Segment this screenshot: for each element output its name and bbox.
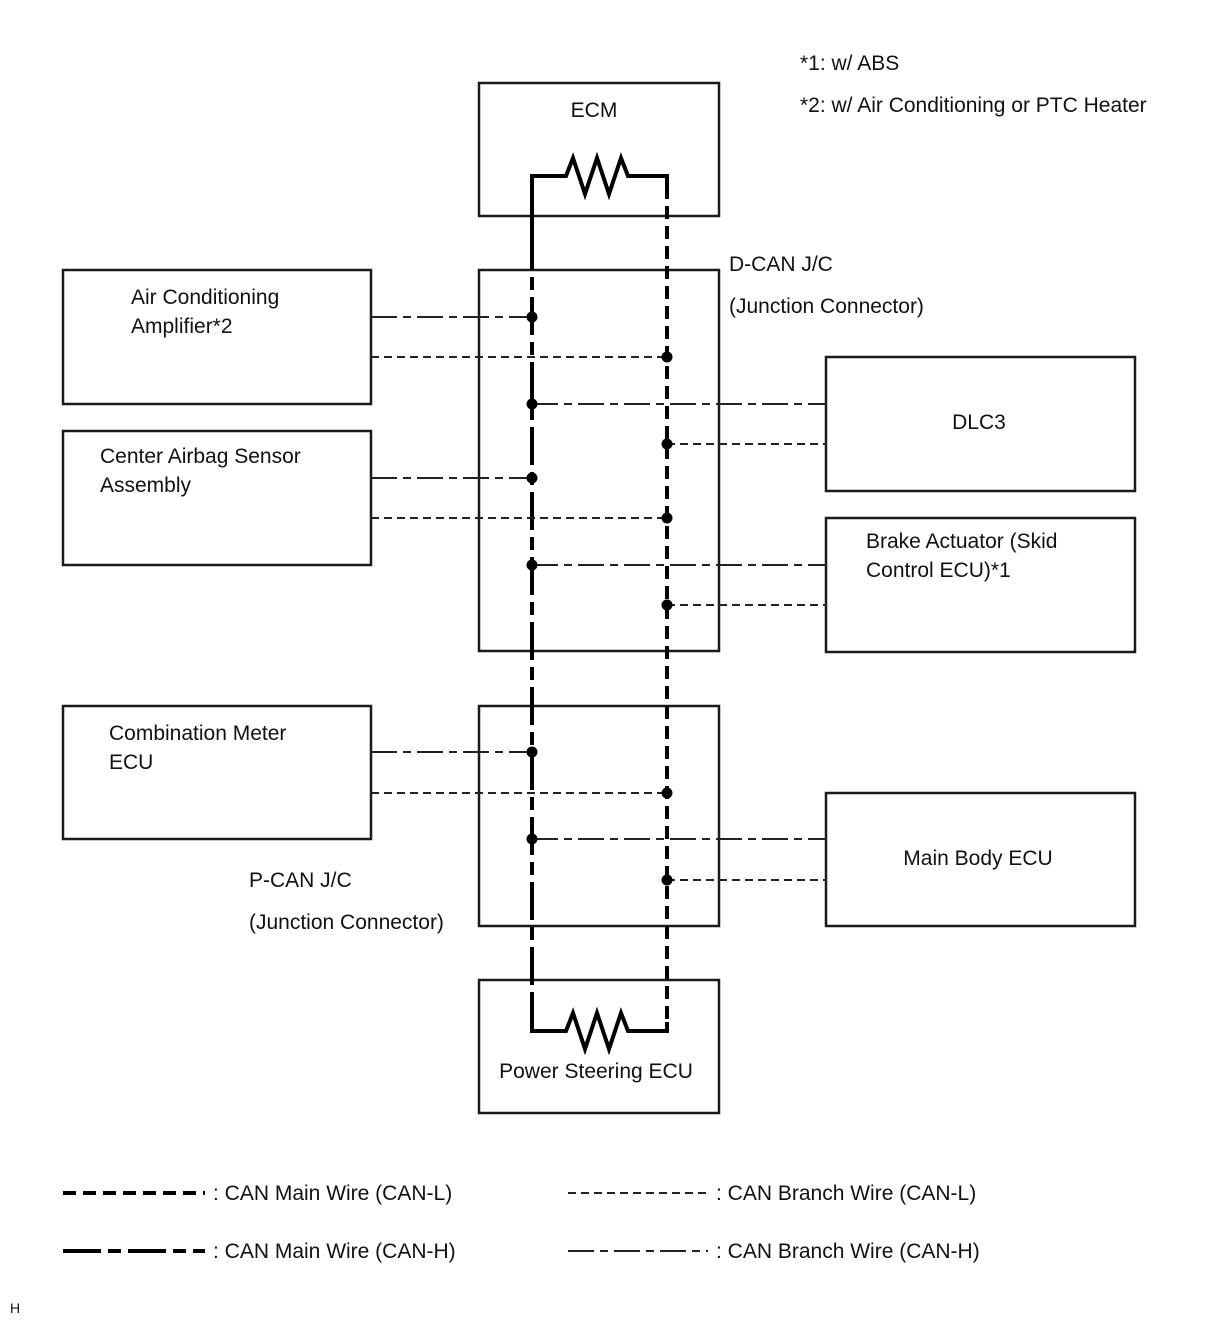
dlc3-label: DLC3 [952,411,1006,434]
airbag-sensor-label-2: Assembly [100,474,192,497]
ecm-box [477,81,721,218]
legend-branch-l-label: : CAN Branch Wire (CAN-L) [716,1182,976,1205]
junction-dot [661,787,673,799]
main-body-ecu-box [824,791,1137,928]
junction-dot [526,398,538,410]
corner-mark: H [10,1300,20,1316]
combination-meter-label-1: Combination Meter [109,722,286,745]
brake-actuator-label-2: Control ECU)*1 [866,559,1011,582]
legend-branch-h-label: : CAN Branch Wire (CAN-H) [716,1240,980,1263]
junction-dot [661,599,673,611]
power-steering-termination-resistor [530,992,669,1056]
pcan-jc-label-2: (Junction Connector) [249,911,444,934]
junction-dot [526,746,538,758]
ac-amplifier-label-2: Amplifier*2 [131,315,233,338]
main-body-ecu-label: Main Body ECU [903,847,1052,870]
junction-dot [661,874,673,886]
ecm-termination-resistor [530,151,669,232]
legend-main-h-label: : CAN Main Wire (CAN-H) [213,1240,456,1263]
junction-dot [661,438,673,450]
power-steering-label: Power Steering ECU [499,1060,693,1083]
note-ac: *2: w/ Air Conditioning or PTC Heater [800,94,1147,117]
pcan-junction-box [477,704,721,928]
junction-dot [661,351,673,363]
brake-actuator-box [824,516,1137,654]
ecm-label: ECM [571,99,618,122]
brake-actuator-label-1: Brake Actuator (Skid [866,530,1057,553]
power-steering-box [477,978,721,1115]
legend-main-l-label: : CAN Main Wire (CAN-L) [213,1182,452,1205]
junction-dot [661,512,673,524]
junction-dot [526,833,538,845]
airbag-sensor-box [61,429,373,567]
dcan-jc-label-1: D-CAN J/C [729,253,833,276]
dlc3-box [824,355,1137,493]
ac-amplifier-label-1: Air Conditioning [131,286,279,309]
combination-meter-label-2: ECU [109,751,153,774]
junction-dot [526,472,538,484]
airbag-sensor-label-1: Center Airbag Sensor [100,445,301,468]
pcan-jc-label-1: P-CAN J/C [249,869,352,892]
combination-meter-box [61,704,373,841]
note-abs: *1: w/ ABS [800,52,899,75]
junction-dot [526,559,538,571]
dcan-junction-box [477,268,721,653]
junction-dot [526,311,538,323]
ac-amplifier-box [61,268,373,406]
dcan-jc-label-2: (Junction Connector) [729,295,924,318]
